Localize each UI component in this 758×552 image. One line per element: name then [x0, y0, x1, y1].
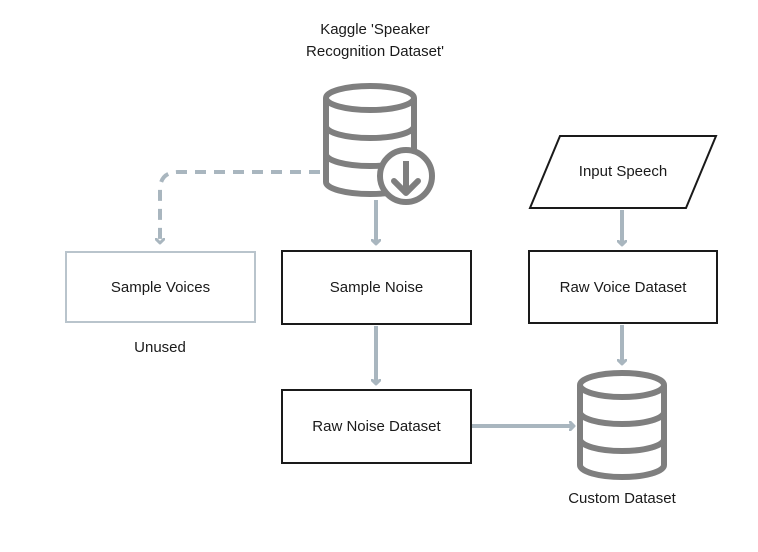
source-title: Kaggle 'Speaker Recognition Dataset' [270, 19, 480, 63]
sample-voices-label: Sample Voices [110, 278, 211, 296]
unused-label: Unused [134, 339, 186, 356]
sample-noise-node: Sample Noise [281, 250, 472, 325]
source-title-line1: Kaggle 'Speaker [320, 21, 430, 38]
input-speech-label: Input Speech [578, 163, 668, 180]
raw-voice-dataset-node: Raw Voice Dataset [528, 250, 718, 324]
custom-dataset-label: Custom Dataset [568, 490, 676, 507]
raw-noise-dataset-label: Raw Noise Dataset [312, 418, 441, 435]
input-speech-shape [528, 135, 718, 209]
raw-voice-dataset-label: Raw Voice Dataset [559, 278, 687, 296]
sample-voices-node: Sample Voices [65, 251, 256, 323]
sample-noise-label: Sample Noise [329, 279, 424, 296]
database-icon [577, 370, 667, 480]
database-download-icon [323, 83, 435, 205]
source-title-line2: Recognition Dataset' [306, 43, 444, 60]
arrow-source-to-sample-voices [160, 170, 320, 243]
raw-noise-dataset-node: Raw Noise Dataset [281, 389, 472, 464]
